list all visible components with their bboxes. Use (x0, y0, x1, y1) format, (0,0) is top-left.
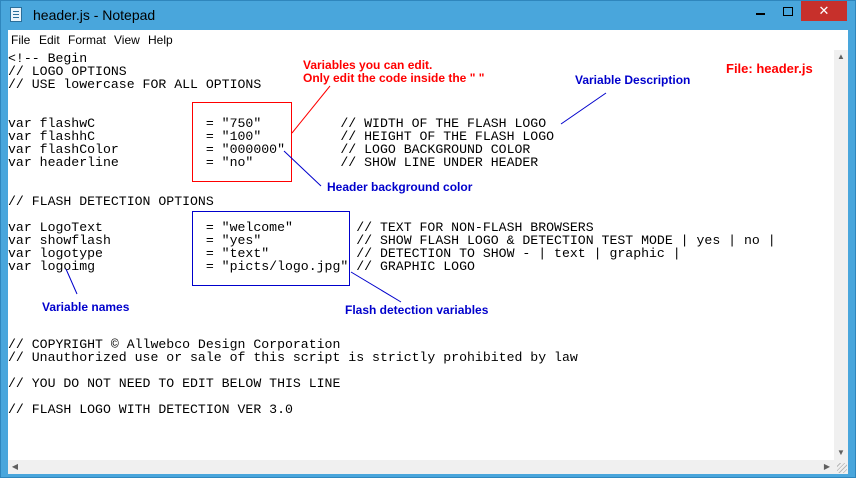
editable-values-box (192, 102, 292, 182)
code-line: // FLASH DETECTION OPTIONS (8, 194, 214, 209)
code-line: var logoimg = "picts/logo.jpg" // GRAPHI… (8, 259, 475, 274)
maximize-button[interactable] (774, 1, 801, 21)
annotation-flash-detection-vars: Flash detection variables (345, 303, 489, 317)
menu-bar: File Edit Format View Help (8, 30, 848, 50)
annotation-edit-inside-quotes: Only edit the code inside the " " (303, 71, 485, 85)
notepad-icon (10, 7, 22, 22)
annotation-variables-edit: Variables you can edit. (303, 58, 433, 72)
resize-grip-icon (837, 463, 847, 473)
code-line: var LogoText = "welcome" // TEXT FOR NON… (8, 220, 594, 235)
window-title: header.js - Notepad (33, 7, 156, 23)
scroll-right-icon[interactable]: ▶ (823, 462, 831, 471)
title-bar[interactable]: header.js - Notepad ✕ (1, 1, 855, 29)
code-line: var flashwC = "750" // WIDTH OF THE FLAS… (8, 116, 547, 131)
minimize-icon (756, 12, 765, 15)
menu-file[interactable]: File (11, 33, 31, 47)
code-line: // USE lowercase FOR ALL OPTIONS (8, 77, 262, 92)
annotation-variable-names: Variable names (42, 300, 130, 314)
vertical-scrollbar[interactable]: ▲ ▼ (834, 50, 848, 460)
close-icon: ✕ (818, 3, 830, 18)
annotation-file-label: File: header.js (726, 61, 813, 76)
code-line: var logotype = "text" // DETECTION TO SH… (8, 246, 681, 261)
code-line: // YOU DO NOT NEED TO EDIT BELOW THIS LI… (8, 376, 341, 391)
menu-format[interactable]: Format (68, 33, 107, 47)
flash-values-box (192, 211, 350, 286)
menu-help[interactable]: Help (148, 33, 173, 47)
annotation-variable-description: Variable Description (575, 73, 691, 87)
code-line: var headerline = "no" // SHOW LINE UNDER… (8, 155, 539, 170)
menu-edit[interactable]: Edit (39, 33, 60, 47)
code-line: // LOGO OPTIONS (8, 64, 127, 79)
code-line: <!-- Begin (8, 51, 88, 66)
minimize-button[interactable] (747, 1, 774, 21)
code-line: // FLASH LOGO WITH DETECTION VER 3.0 (8, 402, 293, 417)
code-line: var showflash = "yes" // SHOW FLASH LOGO… (8, 233, 776, 248)
scroll-up-icon[interactable]: ▲ (837, 52, 845, 61)
code-line: // Unauthorized use or sale of this scri… (8, 350, 578, 365)
maximize-icon (782, 7, 793, 17)
scroll-left-icon[interactable]: ◀ (11, 462, 19, 471)
annotation-header-bg-color: Header background color (327, 180, 473, 194)
code-line: var flashhC = "100" // HEIGHT OF THE FLA… (8, 129, 555, 144)
close-button[interactable]: ✕ (801, 1, 847, 21)
horizontal-scrollbar[interactable]: ◀ ▶ (8, 460, 834, 474)
scroll-down-icon[interactable]: ▼ (837, 448, 845, 457)
code-line: // COPYRIGHT © Allwebco Design Corporati… (8, 337, 341, 352)
text-editor-area[interactable]: <!-- Begin// LOGO OPTIONS// USE lowercas… (8, 50, 834, 460)
code-line: var flashColor = "000000" // LOGO BACKGR… (8, 142, 531, 157)
menu-view[interactable]: View (114, 33, 140, 47)
resize-grip[interactable] (834, 460, 848, 474)
